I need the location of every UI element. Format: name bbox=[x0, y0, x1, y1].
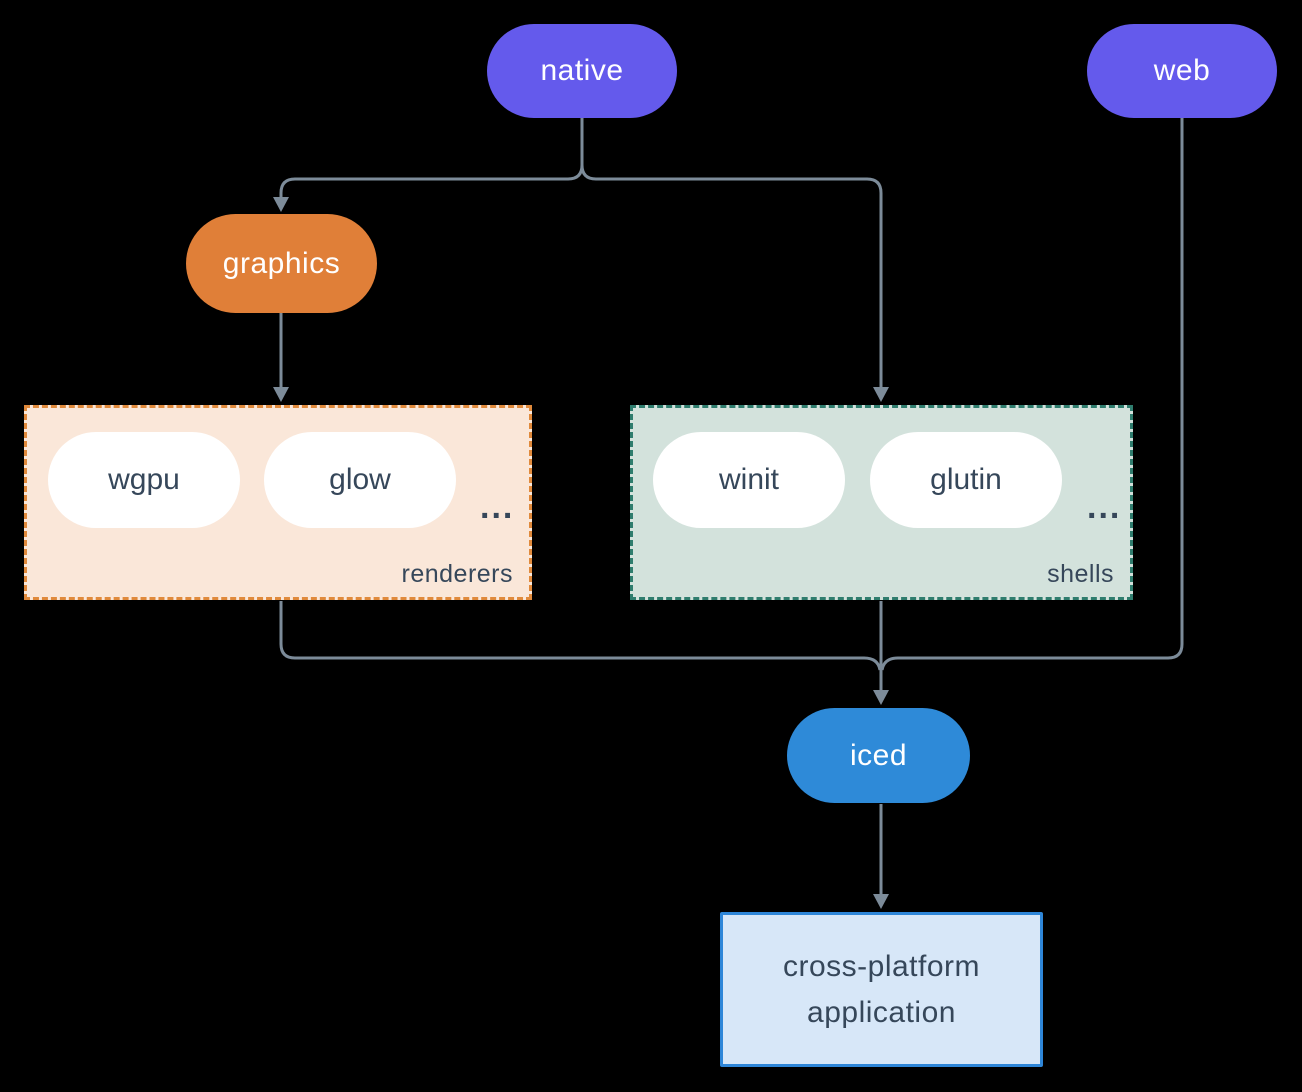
application-label-line1: cross-platform bbox=[782, 949, 981, 983]
edge-native-graphics bbox=[279, 118, 584, 197]
shells-label: shells bbox=[1047, 560, 1114, 588]
edge-native-shells bbox=[580, 164, 883, 388]
node-native: native bbox=[487, 24, 677, 118]
arrowhead-application bbox=[873, 894, 889, 909]
edge-renderers-iced bbox=[279, 601, 882, 671]
node-graphics: graphics bbox=[186, 214, 377, 313]
arrowhead-graphics bbox=[273, 197, 289, 212]
node-iced: iced bbox=[787, 708, 970, 803]
arrowhead-shells bbox=[873, 387, 889, 402]
group-renderers: wgpu glow ... renderers bbox=[24, 405, 532, 600]
renderers-label: renderers bbox=[401, 560, 513, 588]
node-wgpu: wgpu bbox=[48, 432, 240, 528]
node-glutin: glutin bbox=[870, 432, 1062, 528]
node-application: cross-platform application bbox=[720, 912, 1043, 1067]
node-web: web bbox=[1087, 24, 1277, 118]
group-shells: winit glutin ... shells bbox=[630, 405, 1133, 600]
arrowhead-iced bbox=[873, 690, 889, 705]
shells-ellipsis: ... bbox=[1087, 488, 1122, 526]
arrowhead-renderers bbox=[273, 387, 289, 402]
node-glow: glow bbox=[264, 432, 456, 528]
renderers-ellipsis: ... bbox=[480, 488, 515, 526]
node-winit: winit bbox=[653, 432, 845, 528]
application-label-line2: application bbox=[807, 995, 956, 1029]
